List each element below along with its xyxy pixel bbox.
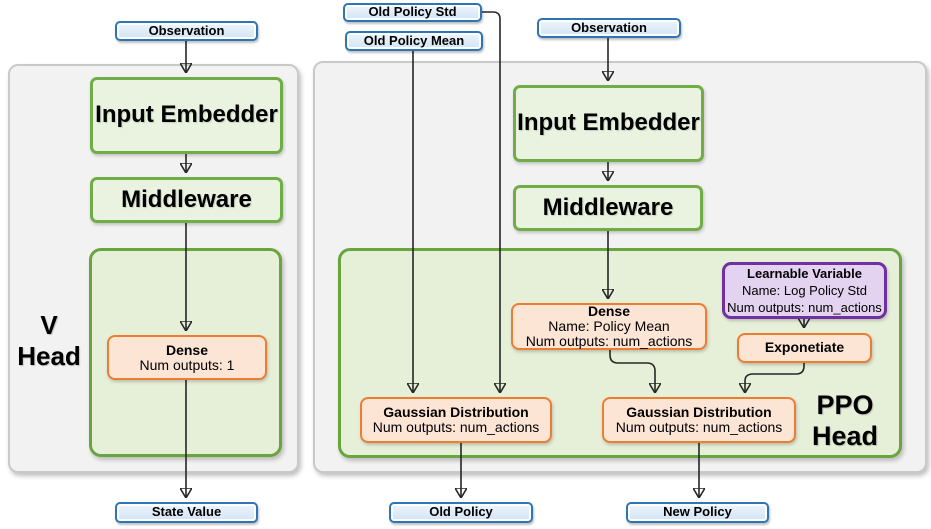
gaussian-old-title: Gaussian Distribution (383, 404, 529, 420)
gaussian-old-num-outputs: Num outputs: num_actions (372, 419, 540, 435)
old-policy-std-input: Old Policy Std (343, 3, 482, 22)
ppo-head-label-line1: PPO (816, 390, 874, 420)
v-head-label-line1: V (40, 310, 58, 340)
input-embedder-v: Input Embedder (90, 77, 283, 154)
learnable-variable-title: Learnable Variable (747, 266, 862, 281)
dense-policy-mean-title: Dense (587, 303, 631, 319)
state-value-output: State Value (115, 502, 258, 523)
learnable-variable-name: Name: Log Policy Std (741, 283, 867, 298)
ppo-head-label-line2: Head (811, 421, 879, 451)
dense-v: Dense Num outputs: 1 (107, 335, 267, 380)
v-head-label: V Head (12, 310, 86, 372)
dense-policy-mean-name: Name: Policy Mean (548, 318, 670, 334)
ppo-head-label: PPO Head (800, 390, 890, 452)
dense-v-num-outputs: Num outputs: 1 (139, 356, 235, 373)
learnable-variable-num-outputs: Num outputs: num_actions (727, 300, 882, 315)
old-policy-output: Old Policy (389, 502, 533, 523)
gaussian-new-num-outputs: Num outputs: num_actions (615, 419, 783, 435)
gaussian-new-title: Gaussian Distribution (626, 404, 772, 420)
middleware-ppo: Middleware (513, 185, 703, 231)
gaussian-distribution-old: Gaussian Distribution Num outputs: num_a… (360, 397, 552, 443)
new-policy-output: New Policy (626, 502, 769, 523)
dense-policy-mean-num-outputs: Num outputs: num_actions (525, 333, 693, 349)
input-embedder-ppo: Input Embedder (513, 85, 704, 162)
learnable-variable: Learnable Variable Name: Log Policy Std … (722, 262, 887, 319)
old-policy-mean-input: Old Policy Mean (345, 31, 483, 51)
v-head-label-line2: Head (17, 341, 81, 371)
observation-input-ppo: Observation (537, 18, 681, 38)
middleware-v: Middleware (90, 177, 283, 223)
exponetiate: Exponetiate (737, 333, 872, 363)
observation-input-v: Observation (115, 21, 258, 41)
dense-policy-mean: Dense Name: Policy Mean Num outputs: num… (511, 303, 707, 350)
gaussian-distribution-new: Gaussian Distribution Num outputs: num_a… (602, 397, 796, 443)
dense-v-title: Dense (165, 341, 209, 358)
